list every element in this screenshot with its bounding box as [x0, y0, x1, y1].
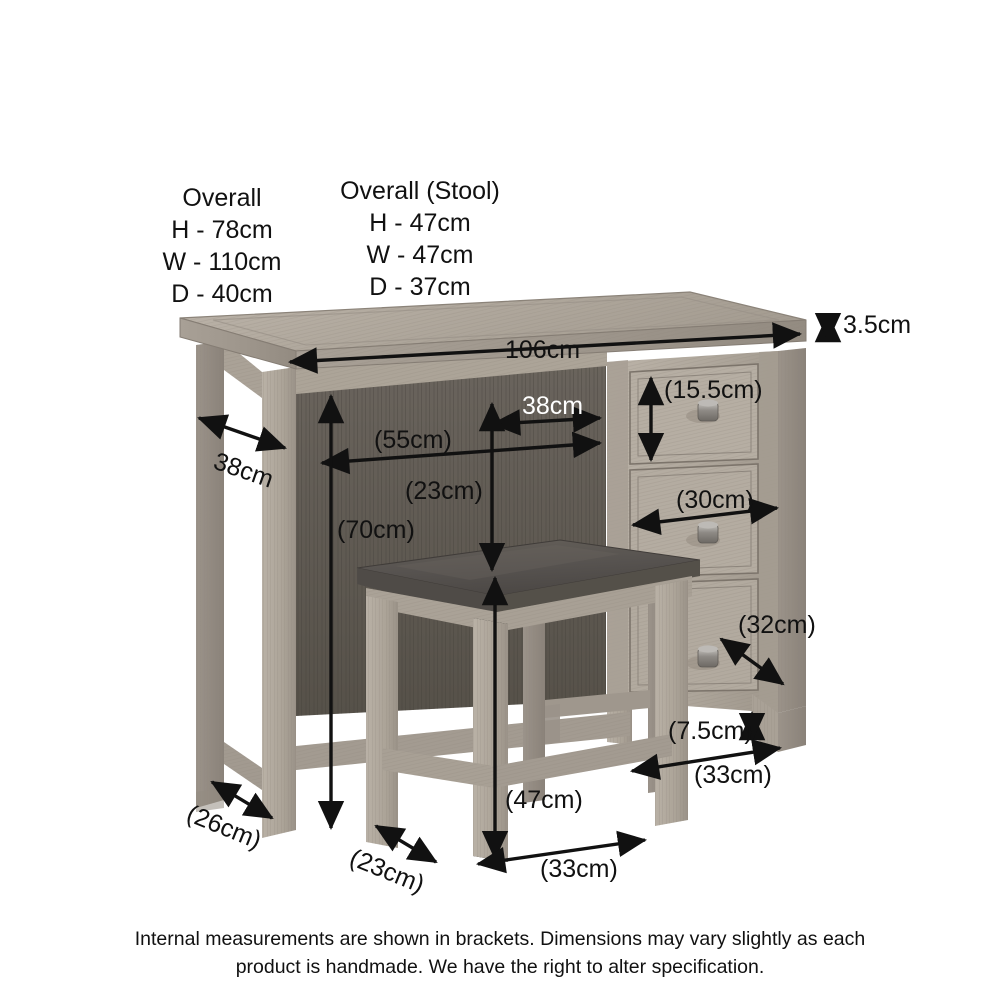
drawer-knob-top[interactable]	[686, 399, 720, 423]
footer-line-2: product is handmade. We have the right t…	[235, 956, 765, 979]
overall-stool-title: Overall (Stool)	[340, 177, 500, 205]
overall-desk-width: W - 110cm	[162, 248, 282, 276]
desk-left-leg-frame	[196, 341, 296, 838]
dimension-annotations	[197, 312, 842, 874]
stool-stretchers	[382, 704, 672, 788]
dim-line-recess-depth	[490, 406, 603, 436]
overall-stool-specs: Overall (Stool) H - 47cm W - 47cm D - 37…	[330, 175, 510, 303]
label-base-width: (33cm)	[694, 761, 772, 789]
overall-desk-depth: D - 40cm	[171, 280, 273, 308]
overall-desk-specs: Overall H - 78cm W - 110cm D - 40cm	[152, 182, 292, 310]
overall-desk-height: H - 78cm	[171, 216, 273, 244]
overall-stool-height: H - 47cm	[369, 209, 471, 237]
dimension-labels: 3.5cm 106cm 38cm 38cm (55cm) (23cm) (70c…	[183, 311, 911, 899]
dim-line-side-depth	[197, 414, 287, 452]
dim-line-top-width	[287, 322, 803, 374]
label-knee-height: (23cm)	[405, 477, 483, 505]
drawer-knob-bottom[interactable]	[686, 645, 720, 670]
label-drawer-depth: (32cm)	[738, 611, 816, 639]
overall-desk-title: Overall	[182, 184, 262, 212]
label-drawer-height: (15.5cm)	[664, 376, 763, 404]
stool-seat-rails	[366, 576, 692, 632]
label-drawer-width: (30cm)	[676, 486, 754, 514]
dim-line-stool-width	[475, 830, 648, 874]
label-plinth-height: (7.5cm)	[668, 717, 753, 745]
label-leg-height: (70cm)	[337, 516, 415, 544]
label-top-thickness: 3.5cm	[843, 311, 911, 339]
label-knee-width: (55cm)	[374, 426, 452, 454]
dim-line-drawer-depth	[719, 637, 785, 686]
overall-stool-depth: D - 37cm	[369, 273, 471, 301]
overall-stool-width: W - 47cm	[366, 241, 474, 269]
dim-line-desk-foot-depth	[210, 780, 274, 820]
label-top-width: 106cm	[505, 336, 580, 364]
dim-line-knee-width	[319, 431, 603, 475]
stool-seat	[356, 539, 701, 612]
dim-line-base-width	[629, 739, 783, 780]
label-recess-depth: 38cm	[522, 392, 583, 420]
label-stool-height: (47cm)	[505, 786, 583, 814]
label-stool-width: (33cm)	[540, 855, 618, 883]
footer-line-1: Internal measurements are shown in brack…	[134, 928, 866, 950]
dim-line-drawer-width	[630, 498, 780, 535]
dim-line-stool-foot-depth	[374, 824, 438, 864]
footer-disclaimer: Internal measurements are shown in brack…	[95, 925, 905, 982]
